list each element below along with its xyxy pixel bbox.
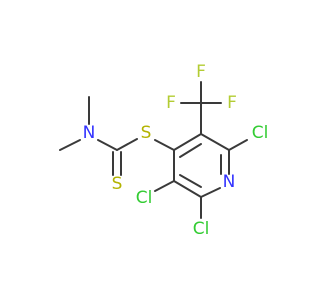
atom-labels: N S S N Cl Cl Cl F F F [83,62,269,239]
atom-f-left: F [166,93,176,113]
bond-c4-c3 [173,133,202,151]
bond-c5-cl [154,180,175,192]
atom-cl-2: Cl [252,123,269,143]
bond-c3-c2 [200,133,230,151]
bond-c-s [116,138,138,151]
bond-n-c6 [200,187,221,198]
atom-f-right: F [227,93,237,113]
atom-s-thio: S [141,123,152,143]
atom-cl-6: Cl [193,219,210,239]
atom-s-thione: S [112,174,123,194]
bond-n-c [97,139,118,151]
atom-f-top: F [196,62,206,82]
bond-c6-c5-inner [179,174,202,188]
bond-c2-cl [228,139,248,151]
bond-c4-c3-inner [179,143,202,158]
atom-n-amine: N [83,123,96,143]
bond-s-c4 [154,139,175,151]
atom-cl-5: Cl [136,188,153,208]
bond-c6-c5 [173,180,202,198]
molecule-structure: N S S N Cl Cl Cl F F F [59,62,269,239]
molecule-canvas: N S S N Cl Cl Cl F F F [59,62,269,239]
bonds [59,81,248,219]
atom-n-ring: N [223,172,236,192]
bond-methyl2-n [59,139,81,151]
